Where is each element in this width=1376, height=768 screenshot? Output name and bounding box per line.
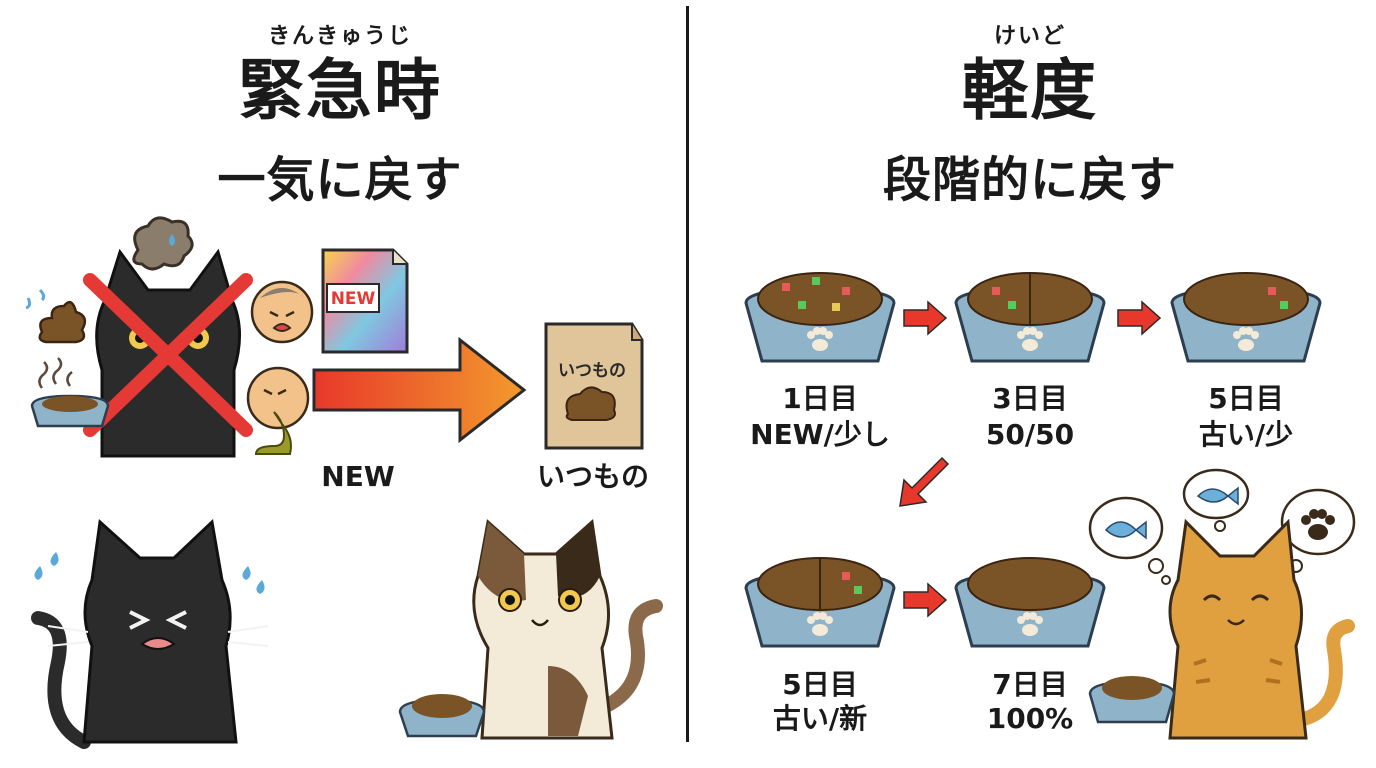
- step3-day: 5日目: [1208, 382, 1284, 415]
- center-divider: [686, 6, 689, 742]
- step-arrow-3-icon: [903, 582, 948, 618]
- step2-bowl-icon: [954, 272, 1106, 363]
- step4-ratio: 古い/新: [772, 702, 868, 735]
- step-arrow-1-icon: [903, 300, 948, 336]
- usual-bag-label: いつもの: [558, 361, 626, 381]
- step4-bowl-icon: [744, 557, 896, 648]
- step1-bowl-icon: [744, 272, 896, 363]
- usual-food-bag-icon: いつもの: [544, 322, 644, 450]
- label-usual: いつもの: [536, 460, 649, 493]
- step-arrow-2-icon: [1117, 300, 1162, 336]
- step5-day: 7日目: [992, 668, 1068, 701]
- step3-bowl-icon: [1170, 272, 1322, 363]
- step4-day: 5日目: [782, 668, 858, 701]
- big-arrow-icon: [312, 336, 527, 444]
- step1-day: 1日目: [782, 382, 858, 415]
- step5-bowl-icon: [954, 557, 1106, 648]
- step-arrow-diagonal-icon: [899, 456, 950, 507]
- label-new: NEW: [321, 460, 395, 493]
- happy-calico-cat-icon: [398, 519, 663, 740]
- left-title: 緊急時: [238, 52, 442, 129]
- happy-orange-cat-icon: [1088, 468, 1356, 740]
- crying-cat-icon: [31, 518, 269, 749]
- right-title: 軽度: [962, 52, 1098, 129]
- step3-ratio: 古い/少: [1198, 418, 1294, 451]
- new-food-bag-icon: NEW: [321, 248, 409, 354]
- right-subtitle: 段階的に戻す: [882, 152, 1177, 208]
- step5-ratio: 100%: [986, 702, 1074, 735]
- new-bag-label: NEW: [331, 289, 376, 309]
- left-ruby: きんきゅうじ: [267, 24, 412, 49]
- step2-day: 3日目: [992, 382, 1068, 415]
- step1-ratio: NEW/少し: [750, 418, 890, 451]
- sick-cat-crossed-icon: [25, 216, 314, 458]
- left-subtitle: 一気に戻す: [217, 152, 463, 208]
- step2-ratio: 50/50: [985, 418, 1075, 451]
- right-ruby: けいど: [993, 24, 1066, 49]
